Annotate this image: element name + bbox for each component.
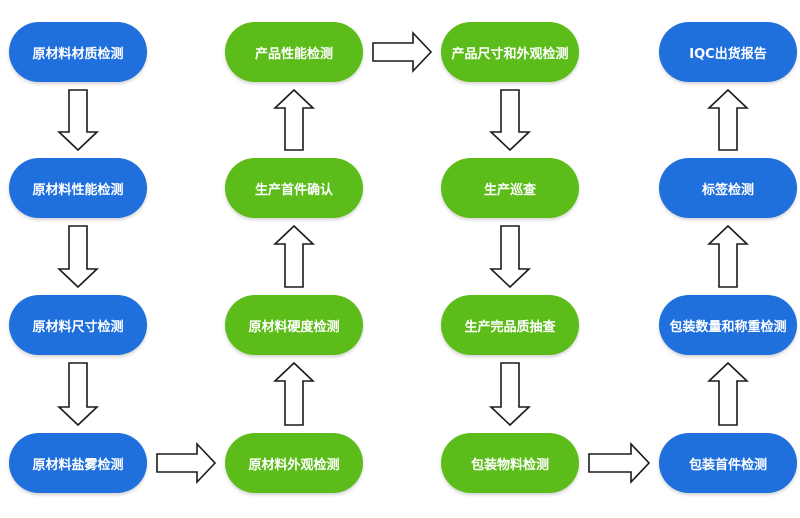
node-label-test: 标签检测 <box>659 158 797 218</box>
node-raw-material-salt-spray-test: 原材料盐雾检测 <box>9 433 147 493</box>
arrow-n10-to-n11 <box>488 225 532 289</box>
node-raw-material-performance-test: 原材料性能检测 <box>9 158 147 218</box>
arrow-n2-to-n3 <box>56 225 100 289</box>
node-raw-material-appearance-test: 原材料外观检测 <box>225 433 363 493</box>
node-product-dimension-appearance-test: 产品尺寸和外观检测 <box>441 22 579 82</box>
node-iqc-shipping-report: IQC出货报告 <box>659 22 797 82</box>
node-product-performance-test: 产品性能检测 <box>225 22 363 82</box>
arrow-n13-to-n14 <box>706 361 750 426</box>
node-raw-material-composition-test: 原材料材质检测 <box>9 22 147 82</box>
arrow-n4-to-n5 <box>156 441 217 485</box>
node-production-patrol: 生产巡查 <box>441 158 579 218</box>
node-packaging-material-test: 包装物料检测 <box>441 433 579 493</box>
arrow-n9-to-n10 <box>488 89 532 152</box>
arrow-n7-to-n8 <box>272 88 316 151</box>
node-finished-product-sampling: 生产完品质抽查 <box>441 295 579 355</box>
node-packaging-quantity-weight-test: 包装数量和称重检测 <box>659 295 797 355</box>
node-packaging-first-article-test: 包装首件检测 <box>659 433 797 493</box>
arrow-n6-to-n7 <box>272 224 316 288</box>
node-raw-material-dimension-test: 原材料尺寸检测 <box>9 295 147 355</box>
arrow-n11-to-n12 <box>488 362 532 427</box>
arrow-n5-to-n6 <box>272 361 316 426</box>
arrow-n1-to-n2 <box>56 89 100 152</box>
node-raw-material-hardness-test: 原材料硬度检测 <box>225 295 363 355</box>
arrow-n8-to-n9 <box>372 30 433 74</box>
arrow-n15-to-n16 <box>706 88 750 151</box>
arrow-n14-to-n15 <box>706 224 750 288</box>
arrow-n12-to-n13 <box>588 441 651 485</box>
node-first-article-confirmation: 生产首件确认 <box>225 158 363 218</box>
arrow-n3-to-n4 <box>56 362 100 427</box>
